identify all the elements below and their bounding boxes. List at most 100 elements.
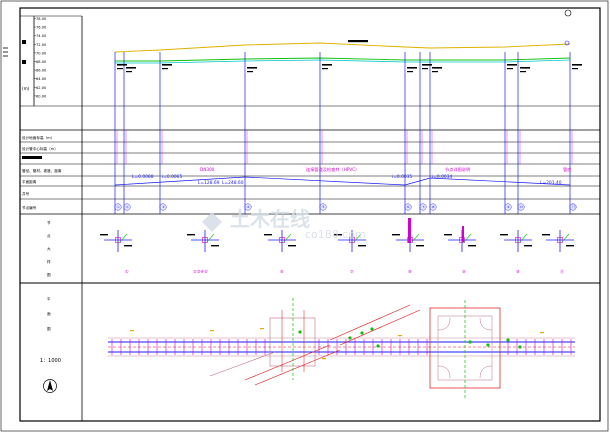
detail-number: ⑩ bbox=[516, 269, 520, 274]
profile-annotation bbox=[162, 68, 168, 70]
node-circle-icon bbox=[123, 203, 131, 211]
row-label-well: 井号 bbox=[22, 191, 30, 196]
detail-number: ②③④⑤ bbox=[193, 269, 208, 274]
profile-band-text: DN300 连接管道及检查井（HPVC） 节点详图说明 管底 L=0.0088 … bbox=[114, 166, 577, 211]
watermark-text: 土木在线 bbox=[230, 207, 310, 231]
node-number: ⑪ bbox=[571, 204, 576, 211]
plan-side-label: 面 bbox=[47, 311, 51, 316]
profile-annotation bbox=[126, 71, 132, 73]
plan-marker bbox=[376, 344, 380, 348]
node-circle-icon bbox=[564, 40, 570, 46]
ground-line bbox=[114, 42, 571, 53]
row-label-node: 节点编号 bbox=[22, 205, 37, 210]
node-number: ⑥ bbox=[406, 205, 410, 211]
profile-annotation bbox=[507, 64, 517, 66]
pipe-label-dn: DN300 bbox=[200, 167, 215, 172]
inner-border bbox=[19, 7, 601, 422]
plan-main-road bbox=[108, 337, 575, 357]
detail-number: ① bbox=[125, 269, 129, 274]
node-detail-drawing bbox=[542, 230, 574, 252]
profile-annotation bbox=[322, 64, 332, 66]
pipe-bottom-line bbox=[115, 59, 571, 64]
node-detail-drawing bbox=[100, 230, 132, 252]
node-circle-icon bbox=[569, 203, 577, 211]
row-label-redacted bbox=[22, 156, 42, 159]
elevation-label: 64.00 bbox=[36, 77, 47, 81]
node-detail-drawing bbox=[264, 230, 296, 252]
scale-marker-icon bbox=[22, 40, 26, 44]
pipe-label-material: 连接管道及检查井（HPVC） bbox=[306, 166, 359, 173]
slope-line bbox=[114, 176, 571, 186]
elevation-unit: (m) bbox=[22, 86, 30, 91]
detail-side-label: 样 bbox=[47, 259, 51, 264]
plan-label-marker bbox=[398, 335, 402, 337]
node-circle-icon bbox=[159, 203, 167, 211]
node-number: ② bbox=[125, 205, 129, 211]
profile-annotation bbox=[520, 71, 526, 73]
node-number: ④ bbox=[246, 205, 250, 211]
node-detail-drawing bbox=[334, 230, 366, 252]
sheet-number-icon bbox=[564, 9, 572, 17]
node-circle-icon bbox=[319, 203, 327, 211]
detail-side-label: 图 bbox=[47, 273, 51, 277]
row-label-pipe: 管径、管材、坡度、距离 bbox=[22, 168, 62, 173]
detail-number: ⑥ bbox=[280, 269, 284, 274]
plan-marker bbox=[298, 330, 302, 334]
node-circle-icon bbox=[504, 203, 512, 211]
elevation-label: 76.00 bbox=[36, 26, 47, 30]
profile-annotation bbox=[117, 64, 127, 66]
length-label: i=0.0035 bbox=[392, 174, 412, 180]
elevation-scale: 78.0076.0074.0072.0070.0068.0066.0064.00… bbox=[20, 15, 83, 421]
plan-marker bbox=[506, 338, 510, 342]
plan-label-marker bbox=[210, 330, 214, 332]
plan-intersection-right bbox=[429, 300, 501, 398]
node-detail-drawing bbox=[444, 230, 476, 252]
plan-label-marker bbox=[130, 330, 134, 332]
profile-annotation bbox=[432, 67, 442, 69]
plan-section: 平面图 1：1000 bbox=[40, 297, 575, 398]
profile-annotation bbox=[247, 67, 257, 69]
elevation-label: 72.00 bbox=[36, 43, 47, 47]
plan-label-marker bbox=[322, 358, 326, 360]
node-number: ⑧ bbox=[431, 205, 435, 211]
watermark-logo-icon bbox=[202, 212, 222, 232]
elevation-label: 62.00 bbox=[36, 86, 47, 90]
node-number: ① bbox=[116, 205, 120, 211]
north-arrow-icon bbox=[43, 379, 57, 393]
length-label: L=201.40 bbox=[540, 180, 562, 186]
scale-marker-icon bbox=[22, 60, 26, 64]
length-label: L=128.69 bbox=[198, 180, 220, 186]
plan-scale: 1：1000 bbox=[40, 358, 61, 364]
plan-side-label: 平 bbox=[47, 297, 51, 301]
node-circle-icon bbox=[429, 203, 437, 211]
profile-drawing bbox=[114, 9, 582, 214]
pipe-label-bottom: 管底 bbox=[563, 166, 571, 173]
binding-margin bbox=[3, 47, 8, 57]
detail-number: ⑧ bbox=[408, 269, 412, 274]
row-label-distance: 平面距离 bbox=[22, 179, 37, 184]
watermark: 土木在线 co188.com bbox=[202, 207, 366, 241]
elevation-label: 60.00 bbox=[36, 94, 47, 98]
node-number: ③ bbox=[161, 205, 165, 211]
elevation-label: 78.00 bbox=[36, 17, 47, 21]
elevation-label: 74.00 bbox=[36, 34, 47, 38]
node-circle-icon bbox=[517, 203, 525, 211]
elevation-label: 70.00 bbox=[36, 51, 47, 55]
detail-number: ⑨ bbox=[462, 269, 466, 274]
row-label-ground: 设计地面标高（m） bbox=[22, 135, 54, 140]
length-label: i=0.0065 bbox=[162, 174, 182, 180]
node-number: ⑦ bbox=[421, 205, 425, 211]
row-labels: 设计地面标高（m） 设计管中心标高（m） 管径、管材、坡度、距离 平面距离 井号… bbox=[22, 135, 62, 210]
node-detail-drawing bbox=[187, 230, 219, 252]
profile-annotation bbox=[322, 68, 328, 70]
elevation-label: 66.00 bbox=[36, 69, 47, 73]
profile-annotation bbox=[117, 68, 123, 70]
riser-pipe bbox=[408, 218, 411, 243]
plan-intersection-left bbox=[269, 298, 316, 380]
row-label-pipe-center: 设计管中心标高（m） bbox=[22, 146, 58, 151]
length-label: L=248.60 bbox=[222, 180, 244, 186]
profile-annotation bbox=[432, 71, 438, 73]
plan-label-marker bbox=[540, 332, 544, 334]
